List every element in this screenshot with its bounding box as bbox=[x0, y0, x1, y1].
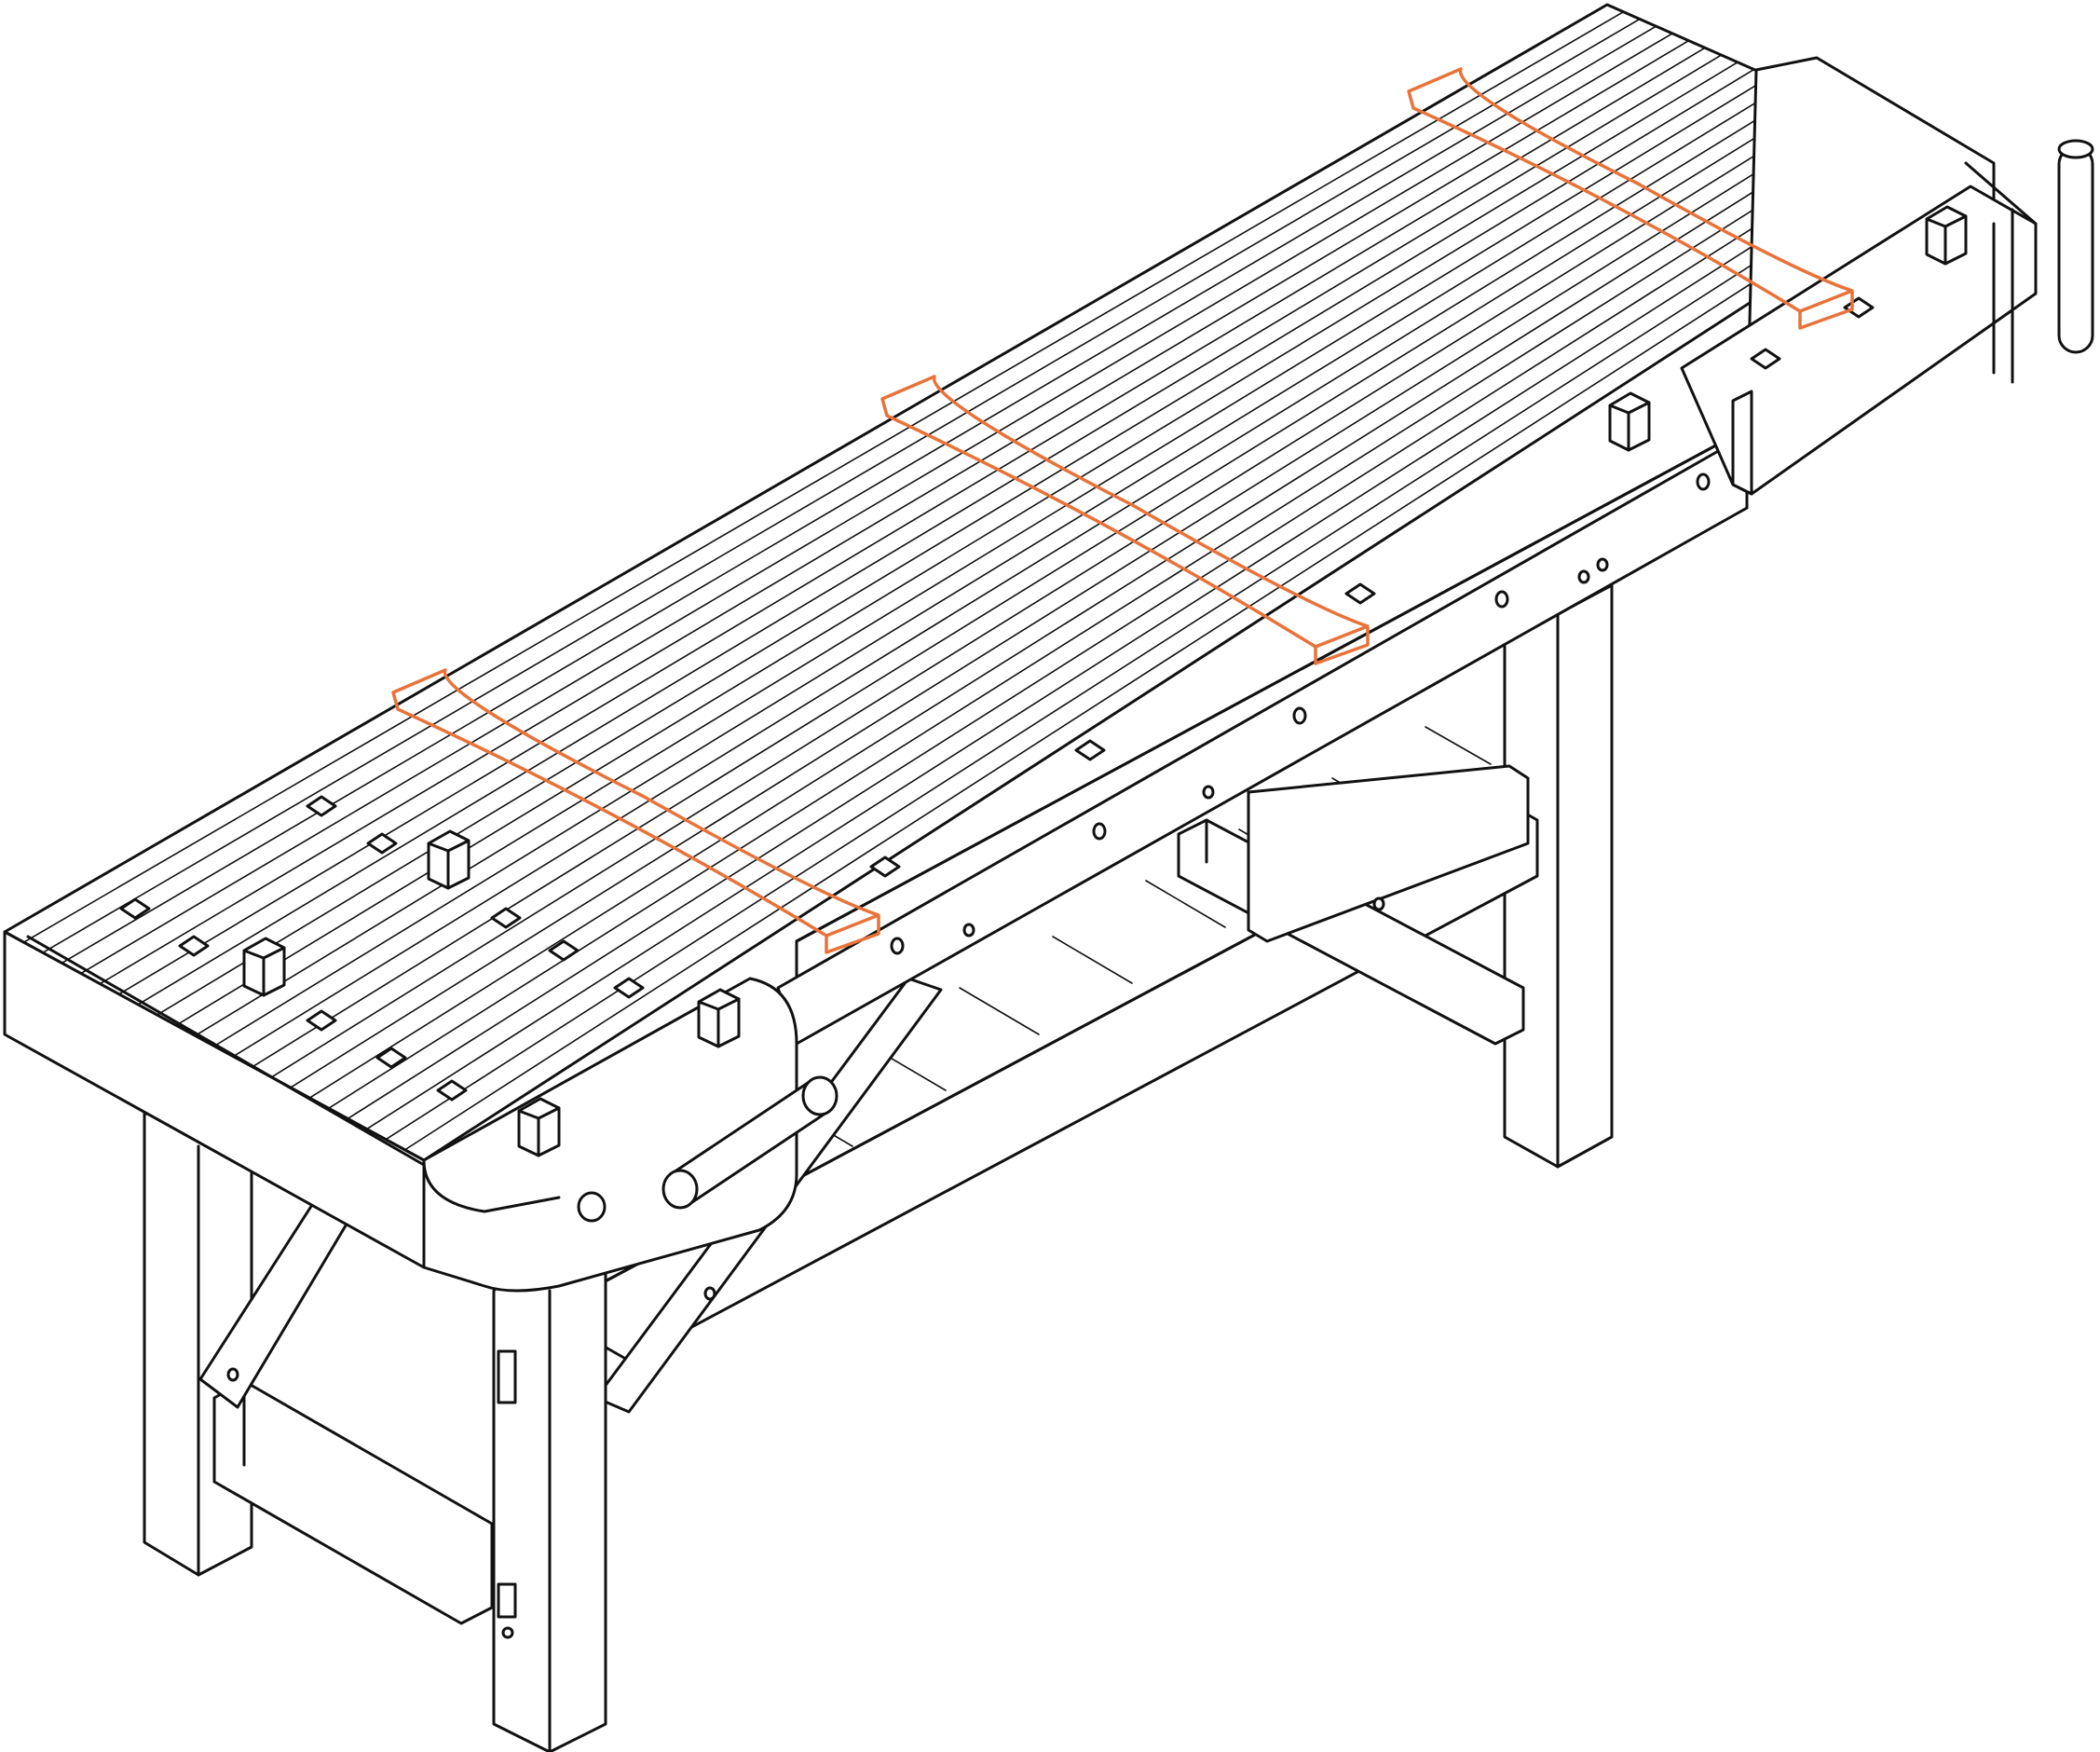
slat-line bbox=[290, 112, 1853, 1088]
bench-dog bbox=[427, 829, 470, 890]
butterfly-key bbox=[1407, 67, 1854, 330]
slat-line bbox=[232, 89, 1804, 1058]
slat-line bbox=[156, 62, 1739, 1016]
bench-dog bbox=[1925, 205, 1968, 266]
bench-dog bbox=[697, 988, 741, 1048]
butterfly-key bbox=[391, 668, 880, 954]
dog-holes bbox=[119, 296, 1875, 1102]
slat-line bbox=[308, 118, 1869, 1099]
butterfly-keys bbox=[391, 67, 1854, 954]
bench-dog bbox=[1608, 391, 1651, 452]
slat-line bbox=[365, 141, 1918, 1130]
leg-vise-round bbox=[422, 977, 798, 1293]
butterfly-key-edge bbox=[825, 913, 880, 938]
slat-line bbox=[252, 97, 1820, 1068]
slat-line bbox=[42, 18, 1641, 954]
slat-line bbox=[347, 133, 1902, 1120]
bench-dogs bbox=[242, 205, 1968, 1157]
bench-dog bbox=[242, 937, 286, 997]
front-left-leg bbox=[492, 1233, 607, 1752]
slat-line bbox=[385, 147, 1934, 1141]
butterfly-key bbox=[880, 375, 1370, 665]
left-end-stretcher bbox=[212, 1379, 494, 1625]
vise-handle[interactable] bbox=[577, 1075, 839, 1223]
slat-line bbox=[213, 83, 1788, 1047]
slat-line bbox=[137, 54, 1723, 1006]
slat-line bbox=[80, 33, 1673, 975]
butterfly-key-edge bbox=[1315, 624, 1369, 649]
slat-line bbox=[327, 126, 1886, 1110]
slat-line bbox=[22, 10, 1625, 943]
slat-line bbox=[270, 104, 1836, 1078]
right-cross-stretcher bbox=[1177, 764, 1530, 1046]
apron-holes bbox=[226, 472, 1711, 1382]
tail-vise-handle[interactable] bbox=[2057, 139, 2094, 354]
benchtop-slat-lines bbox=[22, 10, 1951, 1151]
slat-line bbox=[99, 39, 1690, 985]
butterfly-key-edge bbox=[1799, 289, 1853, 313]
slat-line bbox=[403, 155, 1951, 1151]
bench-dog bbox=[517, 1097, 561, 1157]
